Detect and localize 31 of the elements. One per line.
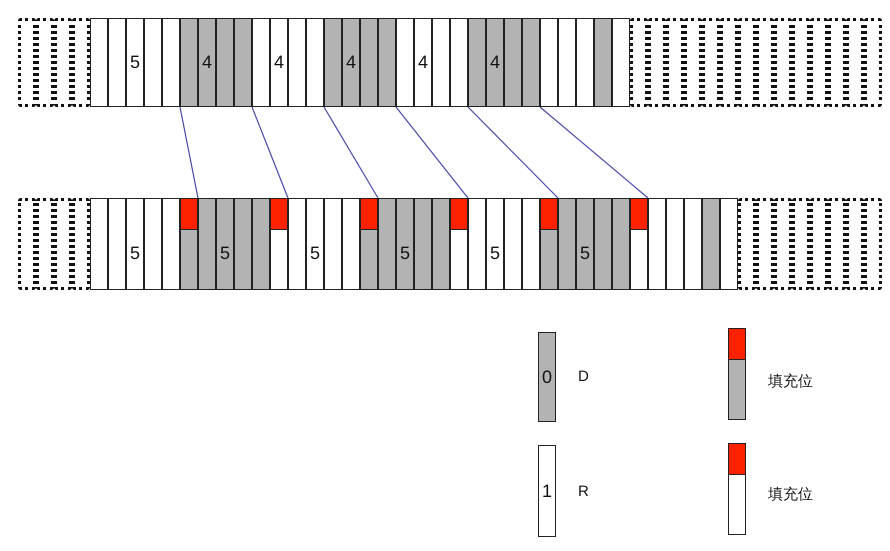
leader-line bbox=[251, 106, 289, 198]
stuff-bit bbox=[270, 198, 288, 290]
run-length-number: 4 bbox=[274, 52, 284, 72]
legend-label: 填充位 bbox=[768, 486, 813, 504]
run-length-number: 4 bbox=[202, 52, 212, 72]
legend-label: R bbox=[578, 483, 589, 501]
stuff-bit bbox=[540, 198, 558, 290]
leader-line bbox=[179, 106, 199, 198]
run-length-number: 4 bbox=[418, 52, 428, 72]
legend-label: 填充位 bbox=[768, 373, 813, 391]
leader-line bbox=[323, 106, 379, 198]
run-length-number: 5 bbox=[400, 243, 410, 263]
stuff-bit bbox=[630, 198, 648, 290]
run-length-number: 4 bbox=[346, 52, 356, 72]
leader-line bbox=[540, 106, 648, 198]
bit-row-drawing bbox=[18, 18, 882, 107]
run-length-number: 5 bbox=[220, 243, 230, 263]
run-length-number: 4 bbox=[490, 52, 500, 72]
run-length-number: 5 bbox=[310, 243, 320, 263]
bit-row-drawing bbox=[18, 198, 882, 290]
stuff-bit bbox=[360, 198, 378, 290]
run-length-number: 5 bbox=[580, 243, 590, 263]
run-length-number: 5 bbox=[130, 243, 140, 263]
stuff-bit bbox=[180, 198, 198, 290]
legend-label: D bbox=[578, 368, 589, 386]
run-length-number: 5 bbox=[130, 52, 140, 72]
bit-value: 0 bbox=[542, 367, 552, 387]
run-length-number: 5 bbox=[490, 243, 500, 263]
leader-line bbox=[468, 106, 558, 198]
stuff-bit bbox=[450, 198, 468, 290]
bit-value: 1 bbox=[542, 481, 552, 501]
